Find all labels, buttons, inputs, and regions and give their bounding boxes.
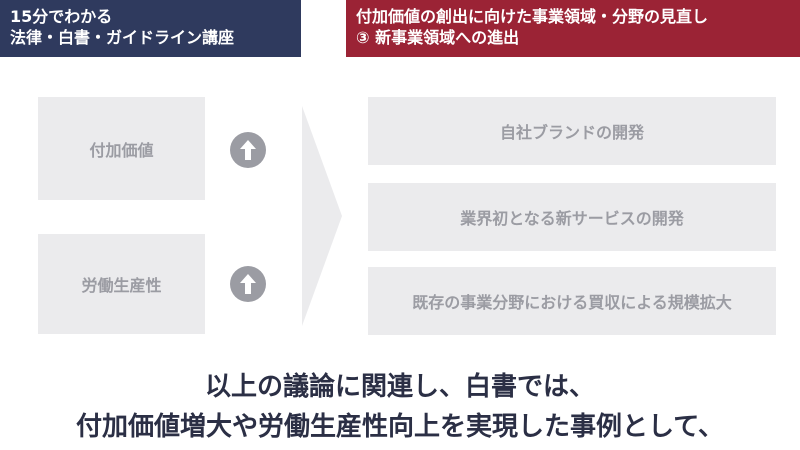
header-left-banner: 15分でわかる 法律・白書・ガイドライン講座 — [0, 0, 301, 57]
header-right-banner: 付加価値の創出に向けた事業領域・分野の見直し ③ 新事業領域への進出 — [346, 0, 800, 57]
header-right-line1: 付加価値の創出に向けた事業領域・分野の見直し — [356, 7, 709, 26]
header-left-line2: 法律・白書・ガイドライン講座 — [10, 28, 235, 47]
initiative-new-service: 業界初となる新サービスの開発 — [368, 183, 776, 251]
chevron-right-icon — [302, 106, 342, 326]
initiative-label: 業界初となる新サービスの開発 — [460, 209, 684, 228]
header-right-line2: ③ 新事業領域への進出 — [356, 28, 520, 47]
initiative-label: 自社ブランドの開発 — [499, 123, 644, 142]
labor-productivity-label: 労働生産性 — [81, 276, 162, 295]
initiative-acquisition: 既存の事業分野における買収による規模拡大 — [368, 267, 776, 335]
conclusion-line1: 以上の議論に関連し、白書では、 — [204, 372, 595, 402]
labor-productivity-box: 労働生産性 — [38, 234, 205, 334]
initiative-label: 既存の事業分野における買収による規模拡大 — [412, 293, 732, 312]
initiative-own-brand: 自社ブランドの開発 — [368, 97, 776, 165]
arrow-up-icon — [230, 266, 266, 302]
value-added-box: 付加価値 — [38, 97, 205, 200]
value-added-label: 付加価値 — [89, 140, 154, 160]
arrow-up-icon — [230, 132, 266, 168]
header-left-line1: 15分でわかる — [10, 7, 113, 26]
conclusion-line2: 付加価値増大や労働生産性向上を実現した事例として、 — [76, 412, 724, 442]
